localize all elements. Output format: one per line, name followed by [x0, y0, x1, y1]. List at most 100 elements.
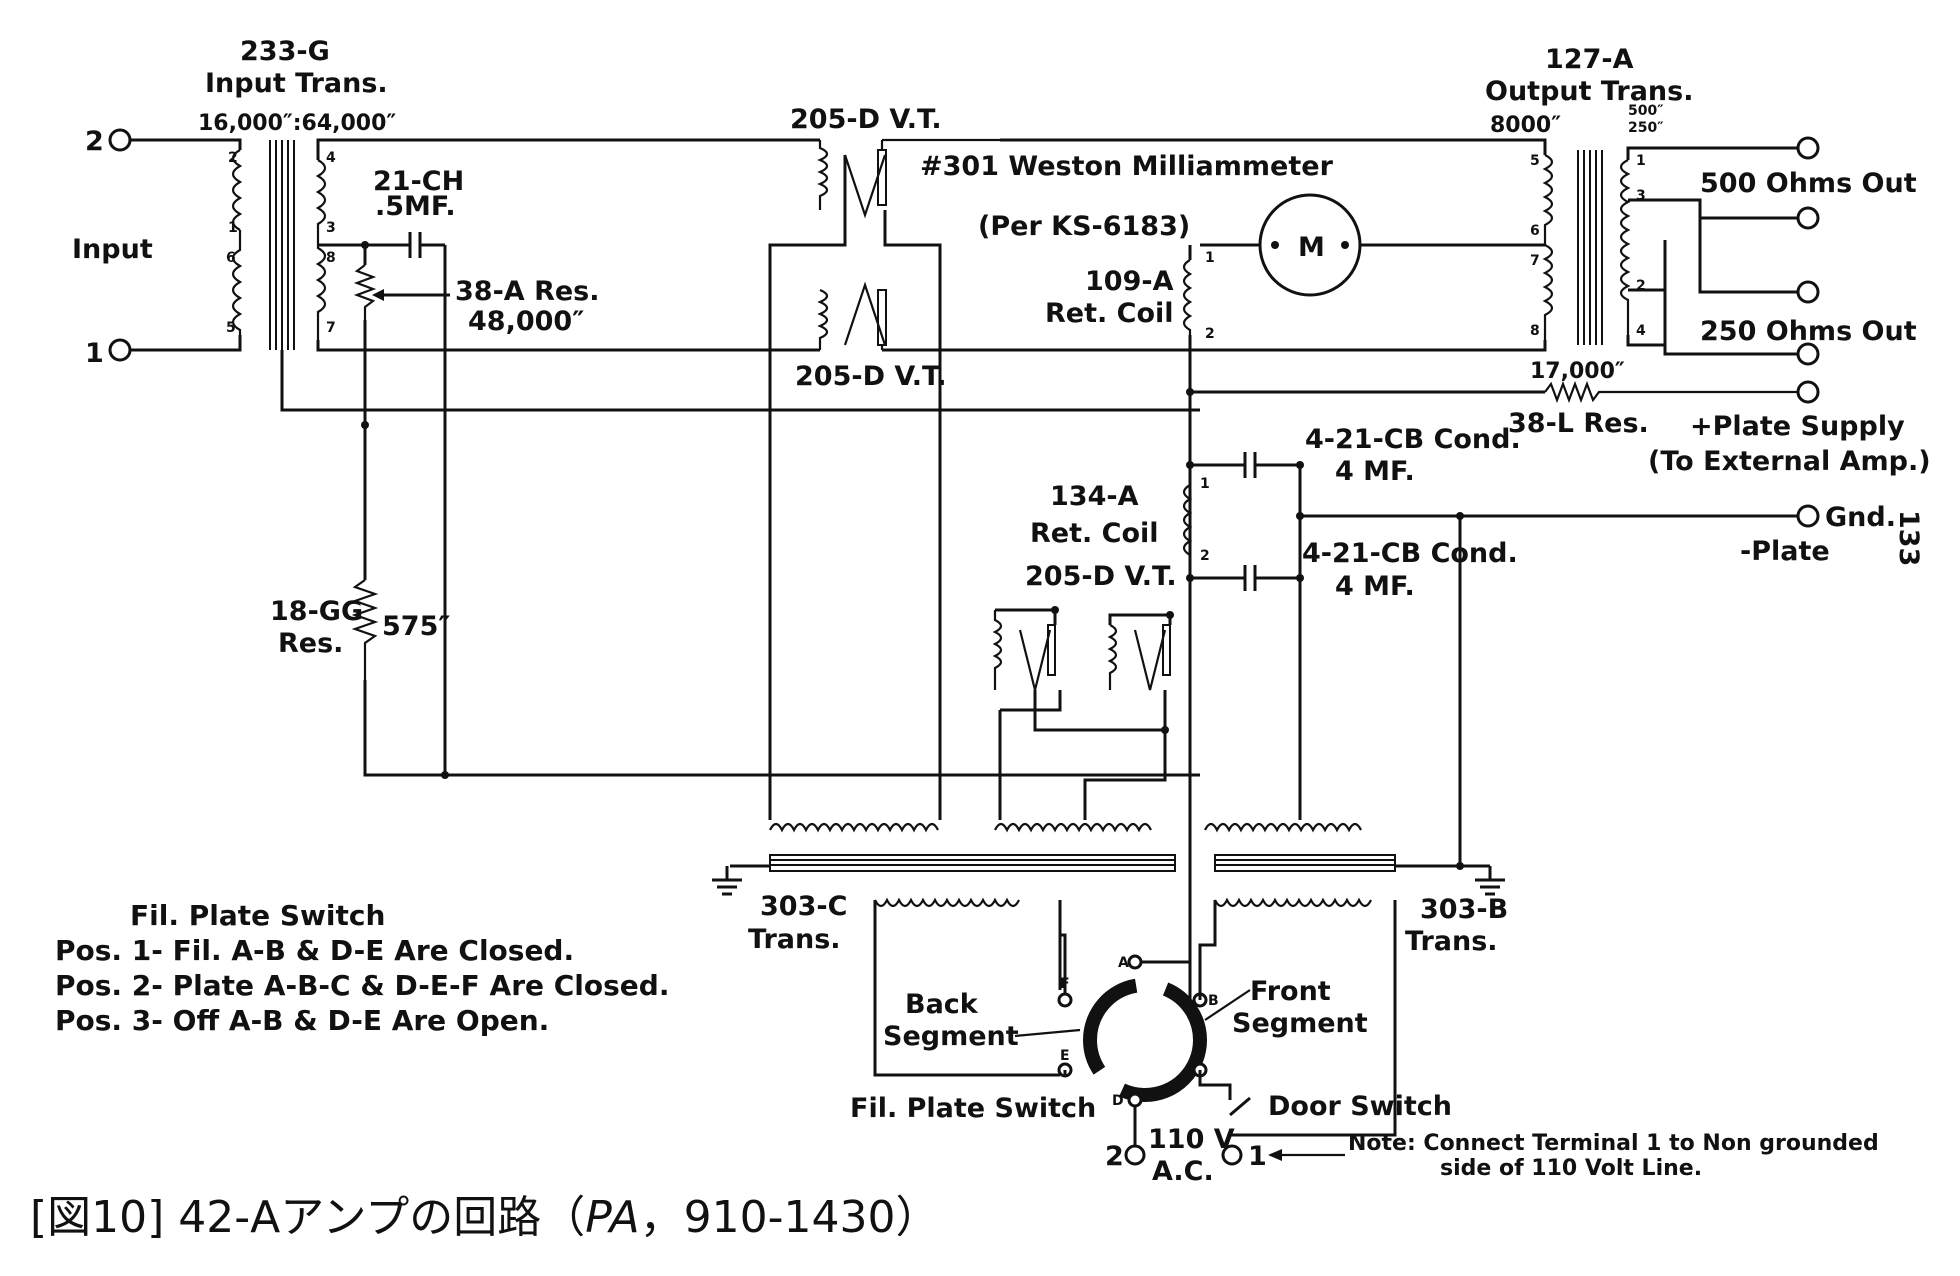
svg-text:1: 1 [1636, 153, 1646, 169]
output-transformer-500: 500″ [1628, 103, 1663, 119]
contact-b: B [1208, 993, 1219, 1009]
gnd-terminal[interactable] [1796, 504, 1820, 528]
switch-positions: Fil. Plate Switch Pos. 1- Fil. A-B & D-E… [55, 899, 669, 1037]
output-transformer: 127-A Output Trans. 8000″ 500″ 250″ 5 6 … [882, 44, 1693, 352]
out-500-a[interactable] [1796, 136, 1820, 160]
svg-text:5: 5 [226, 320, 236, 336]
resistor-38l-value: 17,000″ [1530, 359, 1625, 384]
gnd-label: Gnd. [1825, 502, 1896, 533]
svg-text:1: 1 [1205, 250, 1215, 266]
minus-plate-label: -Plate [1740, 536, 1830, 567]
note-line-2: side of 110 Volt Line. [1440, 1156, 1702, 1181]
svg-text:3: 3 [1636, 188, 1646, 204]
output-terminals: 500 Ohms Out 250 Ohms Out +Plate Supply … [1626, 136, 1931, 567]
coil-134a-type: Ret. Coil [1030, 518, 1159, 549]
coil-109a: 1 2 109-A Ret. Coil [1045, 245, 1215, 1020]
resistor-38a-value: 48,000″ [468, 306, 584, 337]
svg-text:7: 7 [1530, 253, 1540, 269]
contact-d: D [1112, 1093, 1124, 1109]
input-section: 2 1 Input [72, 126, 242, 369]
svg-text:7: 7 [326, 320, 336, 336]
svg-text:2: 2 [1205, 326, 1215, 342]
back-segment-label-2: Segment [883, 1021, 1019, 1052]
svg-text:4: 4 [326, 150, 336, 166]
ac-input: 2 110 V A.C. 1 Note: Connect Terminal 1 … [1105, 1124, 1879, 1187]
filter-section: 4-21-CB Cond. 4 MF. 4-21-CB Cond. 4 MF. … [1030, 424, 1798, 866]
out-500-b[interactable] [1796, 206, 1820, 230]
input-transformer-model: 233-G [240, 36, 330, 67]
input-transformer-ratio: 16,000″:64,000″ [198, 111, 396, 136]
contact-e: E [1060, 1048, 1070, 1064]
meter-symbol-letter: M [1298, 232, 1325, 263]
input-terminal-2[interactable] [108, 128, 132, 152]
page-number: 133 [1893, 510, 1924, 566]
trans-303b-name: Trans. [1405, 926, 1498, 957]
ac-terminal-1[interactable] [1221, 1144, 1243, 1166]
tube-bottom-label: 205-D V.T. [795, 361, 947, 392]
capacitor-21ch-value: .5MF. [375, 191, 456, 222]
input-label: Input [72, 234, 153, 265]
coil-109a-type: Ret. Coil [1045, 298, 1174, 329]
figure-caption: [図10] 42-Aアンプの回路（PA，910-1430） [30, 1192, 940, 1243]
note-line-1: Note: Connect Terminal 1 to Non grounded [1348, 1131, 1879, 1156]
back-segment-label-1: Back [905, 989, 979, 1020]
cond-lower-value: 4 MF. [1335, 571, 1415, 602]
input-terminal-2-label: 2 [85, 126, 104, 157]
output-transformer-250: 250″ [1628, 120, 1663, 136]
input-terminal-1-label: 1 [85, 338, 104, 369]
svg-text:4: 4 [1636, 323, 1646, 339]
resistor-38l: 17,000″ 38-L Res. [1186, 359, 1798, 439]
plate-supply-note: (To External Amp.) [1648, 446, 1931, 477]
resistor-18gg-model: 18-GG [270, 596, 363, 627]
caption-prefix: [図10] 42-Aアンプの回路（ [30, 1192, 585, 1243]
contact-f: F [1060, 976, 1070, 992]
milliammeter: #301 Weston Milliammeter (Per KS-6183) M [920, 151, 1545, 297]
capacitor-21ch-model: 21-CH [373, 166, 464, 197]
out-250-label: 250 Ohms Out [1700, 316, 1917, 347]
cond-lower-model: 4-21-CB Cond. [1302, 538, 1518, 569]
ac-terminal-1-label: 1 [1248, 1141, 1267, 1172]
coil-109a-model: 109-A [1085, 266, 1174, 297]
caption-suffix: ，910-1430） [640, 1192, 940, 1243]
svg-text:8: 8 [326, 250, 336, 266]
switch-positions-title: Fil. Plate Switch [130, 899, 385, 932]
svg-text:2: 2 [228, 150, 238, 166]
svg-text:8: 8 [1530, 323, 1540, 339]
cond-upper-value: 4 MF. [1335, 456, 1415, 487]
fil-plate-switch[interactable]: F B C E A D Back Segment Front Segment F… [850, 935, 1452, 1150]
svg-text:1: 1 [228, 220, 238, 236]
output-transformer-model: 127-A [1545, 44, 1634, 75]
ac-type: A.C. [1152, 1156, 1214, 1187]
svg-text:6: 6 [1530, 223, 1540, 239]
ac-terminal-2[interactable] [1124, 1144, 1146, 1166]
switch-pos-3: Pos. 3- Off A-B & D-E Are Open. [55, 1004, 549, 1037]
switch-pos-1: Pos. 1- Fil. A-B & D-E Are Closed. [55, 934, 574, 967]
input-transformer: 233-G Input Trans. 16,000″:64,000″ 2 1 6… [198, 36, 1200, 412]
tube-lower-label: 205-D V.T. [1025, 561, 1177, 592]
trans-303c-model: 303-C [760, 891, 847, 922]
out-500-label: 500 Ohms Out [1700, 168, 1917, 199]
resistor-18gg-value: 575″ [382, 611, 450, 642]
output-transformer-name: Output Trans. [1485, 76, 1693, 107]
svg-text:1: 1 [1200, 476, 1210, 492]
out-250-b[interactable] [1796, 342, 1820, 366]
power-transformers: 303-C Trans. 303-B Trans. [712, 822, 1508, 1137]
coil-134a-model: 134-A [1050, 481, 1139, 512]
input-transformer-name: Input Trans. [205, 68, 388, 99]
ac-voltage: 110 V [1148, 1124, 1235, 1155]
caption-italic: PA [585, 1192, 639, 1243]
plate-supply-terminal[interactable] [1796, 380, 1820, 404]
switch-pos-2: Pos. 2- Plate A-B-C & D-E-F Are Closed. [55, 969, 669, 1002]
cond-upper-model: 4-21-CB Cond. [1305, 424, 1521, 455]
trans-303b-model: 303-B [1420, 894, 1508, 925]
front-segment-label-2: Segment [1232, 1008, 1368, 1039]
out-250-a[interactable] [1796, 280, 1820, 304]
resistor-38l-model: 38-L Res. [1508, 408, 1649, 439]
svg-text:2: 2 [1200, 548, 1210, 564]
svg-text:2: 2 [1636, 278, 1646, 294]
switch-name-label: Fil. Plate Switch [850, 1093, 1096, 1124]
input-terminal-1[interactable] [108, 338, 132, 362]
tube-pair-top: 205-D V.T. 205-D V.T. [768, 104, 1200, 820]
svg-text:5: 5 [1530, 153, 1540, 169]
